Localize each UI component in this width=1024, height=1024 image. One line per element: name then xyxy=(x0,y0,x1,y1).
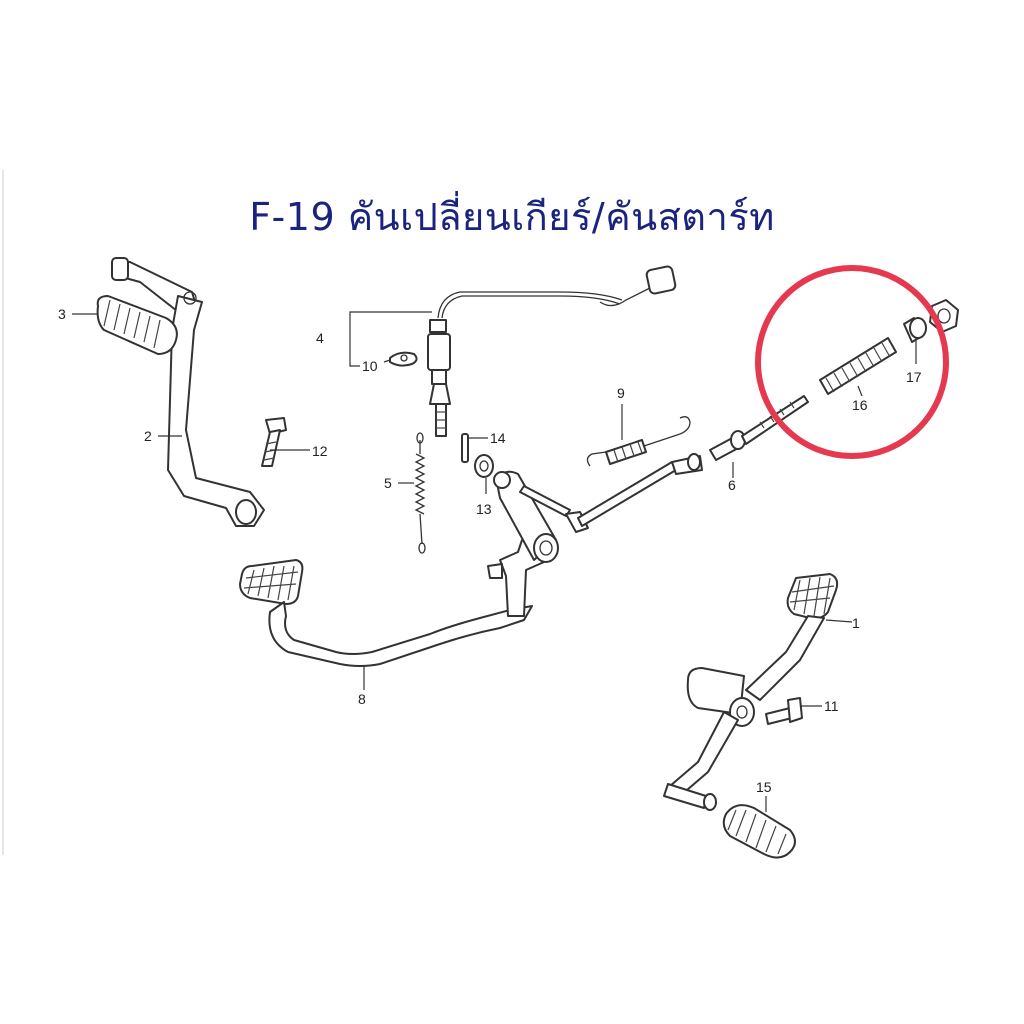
part-13-washer[interactable] xyxy=(474,454,494,478)
part-1-shift-pedal[interactable] xyxy=(663,573,839,811)
part-8-brake-pedal[interactable] xyxy=(239,470,559,667)
part-12-bolt[interactable] xyxy=(261,417,287,467)
part-16-spring[interactable] xyxy=(819,337,897,395)
callout-10: 10 xyxy=(362,358,378,374)
callout-17: 17 xyxy=(906,369,922,385)
part-3-kick-rubber[interactable] xyxy=(96,295,178,355)
part-14-pin[interactable] xyxy=(461,433,469,463)
highlight-circle xyxy=(755,265,949,459)
part-6-joint[interactable] xyxy=(709,395,809,461)
callout-1: 1 xyxy=(852,615,860,631)
callout-15: 15 xyxy=(756,779,772,795)
brake-rod[interactable] xyxy=(519,453,703,533)
callout-6: 6 xyxy=(728,477,736,493)
part-15-pedal-rubber[interactable] xyxy=(722,804,796,859)
callout-3: 3 xyxy=(58,306,66,322)
callout-16: 16 xyxy=(852,397,868,413)
callout-2: 2 xyxy=(144,428,152,444)
leader-lines xyxy=(72,311,917,812)
part-10-clip[interactable] xyxy=(389,351,418,367)
part-11-bolt[interactable] xyxy=(765,697,803,725)
part-17-collar[interactable] xyxy=(903,317,927,343)
part-4-switch-cable[interactable] xyxy=(427,265,677,437)
callout-13: 13 xyxy=(476,501,492,517)
callout-9: 9 xyxy=(617,385,625,401)
part-2-kick-arm[interactable] xyxy=(111,257,265,527)
callout-14: 14 xyxy=(490,430,506,446)
callout-11: 11 xyxy=(824,698,839,714)
page-title: F-19 คันเปลี่ยนเกียร์/คันสตาร์ท xyxy=(249,195,775,239)
callout-4: 4 xyxy=(316,330,324,346)
callout-12: 12 xyxy=(312,443,328,459)
part-5-spring[interactable] xyxy=(414,432,426,554)
callout-5: 5 xyxy=(384,475,392,491)
callout-8: 8 xyxy=(358,691,366,707)
part-9-spring[interactable] xyxy=(586,416,691,467)
